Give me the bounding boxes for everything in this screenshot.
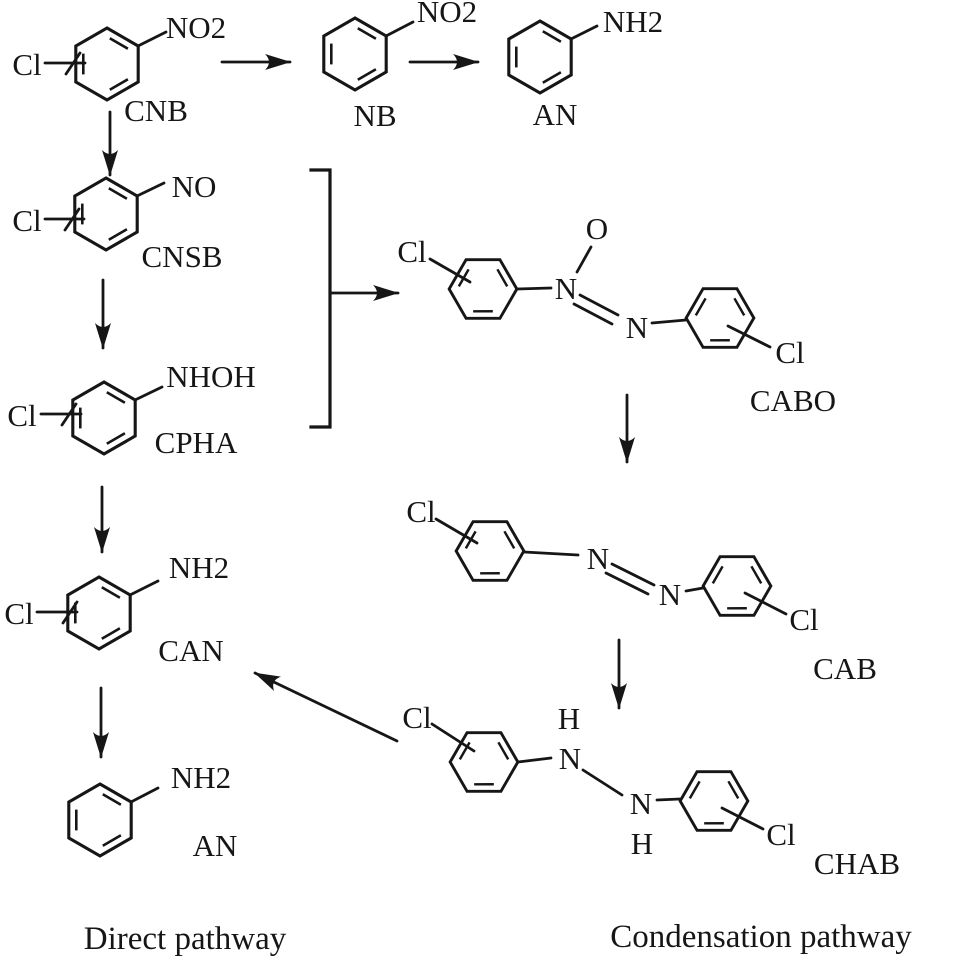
cl-label: Cl [4,596,33,631]
nh2-label: NH2 [603,4,663,39]
cl-right-bond [743,591,788,616]
condensation-bracket [309,168,332,429]
ring-n-bond [516,756,553,764]
n-n-bond [581,768,624,797]
cl-right-label: Cl [789,602,818,637]
compound-label-cabo: CABO [750,383,836,418]
cnsb-structure: Cl NO CNSB [12,169,222,274]
cabo-structure: Cl N O N Cl CABO [397,211,836,418]
n-n-double-bond-2 [572,302,614,326]
an-bottom-structure: NH2 AN [67,760,238,863]
cl-right-bond [720,806,765,831]
cpha-structure: Cl NHOH CPHA [7,359,255,460]
benzene-ring [322,16,388,92]
h1-label: H [558,701,580,736]
nb-structure: NO2 NB [322,0,477,133]
can-structure: Cl NH2 CAN [4,550,229,668]
cl-left-label: Cl [397,234,426,269]
arrow-chab-to-can [253,671,399,743]
benzene-ring-left [440,716,528,808]
benzene-ring [73,176,139,252]
benzene-ring-left [446,505,534,597]
compound-label-nb: NB [353,98,396,133]
cl-left-label: Cl [406,494,435,529]
n1-label: N [587,541,609,576]
n-o-bond [575,245,593,274]
position-slash [64,51,82,76]
n-n-double-bond-1 [610,562,656,587]
cl-label: Cl [12,203,41,238]
cl-left-label: Cl [402,700,431,735]
benzene-ring-left [439,243,527,335]
h2-label: H [631,826,653,861]
n-n-double-bond-2 [604,571,650,596]
n-n-double-bond-1 [578,293,620,317]
compound-label-an: AN [533,97,578,132]
compound-label-cnsb: CNSB [142,239,223,274]
benzene-ring-right [670,755,758,847]
nh2-label: NH2 [169,550,229,585]
cnb-structure: Cl NO2 CNB [12,10,226,128]
cl-right-bond [726,324,772,349]
nh2-bond [569,24,599,41]
compound-label-can: CAN [158,633,223,668]
an-top-structure: NH2 AN [507,4,663,132]
cl-right-label: Cl [775,335,804,370]
benzene-ring-right [693,540,781,632]
condensation-pathway-caption: Condensation pathway [610,919,912,955]
n1-label: N [555,271,577,306]
no2-label: NO2 [417,0,477,29]
position-slash [60,402,78,427]
no-label: NO [172,169,217,204]
n2-label: N [659,577,681,612]
n2-label: N [626,310,648,345]
n1-label: N [559,741,581,776]
no2-bond [136,30,168,48]
chab-structure: Cl H N N H Cl CHAB [402,700,900,881]
n-ring-bond [655,797,682,802]
benzene-ring-right [676,272,764,364]
compound-label-cpha: CPHA [155,425,238,460]
nhoh-label: NHOH [166,359,256,394]
cl-right-label: Cl [766,817,795,852]
benzene-ring [67,782,133,858]
nh2-bond [128,579,160,597]
n2-label: N [630,786,652,821]
position-slash [61,600,79,625]
o-label: O [586,211,608,246]
benzene-ring [507,19,573,95]
nhoh-bond [133,385,164,402]
compound-label-an-bottom: AN [193,828,238,863]
position-slash [63,207,81,232]
ring-n-bond [515,286,553,291]
ring-n-bond [522,550,580,557]
compound-label-cnb: CNB [124,93,188,128]
n-ring-bond [650,318,688,325]
compound-label-chab: CHAB [814,846,900,881]
direct-pathway-caption: Direct pathway [84,921,287,957]
nh2-bond [129,786,160,804]
cl-label: Cl [7,398,36,433]
no2-label: NO2 [166,10,226,45]
no2-bond [384,20,415,38]
no-bond [135,181,166,198]
compound-label-cab: CAB [813,651,877,686]
n-ring-bond [684,586,705,593]
benzene-ring [71,380,137,456]
nh2-label: NH2 [171,760,231,795]
cl-label: Cl [12,47,41,82]
cab-structure: Cl N N Cl CAB [406,494,877,686]
